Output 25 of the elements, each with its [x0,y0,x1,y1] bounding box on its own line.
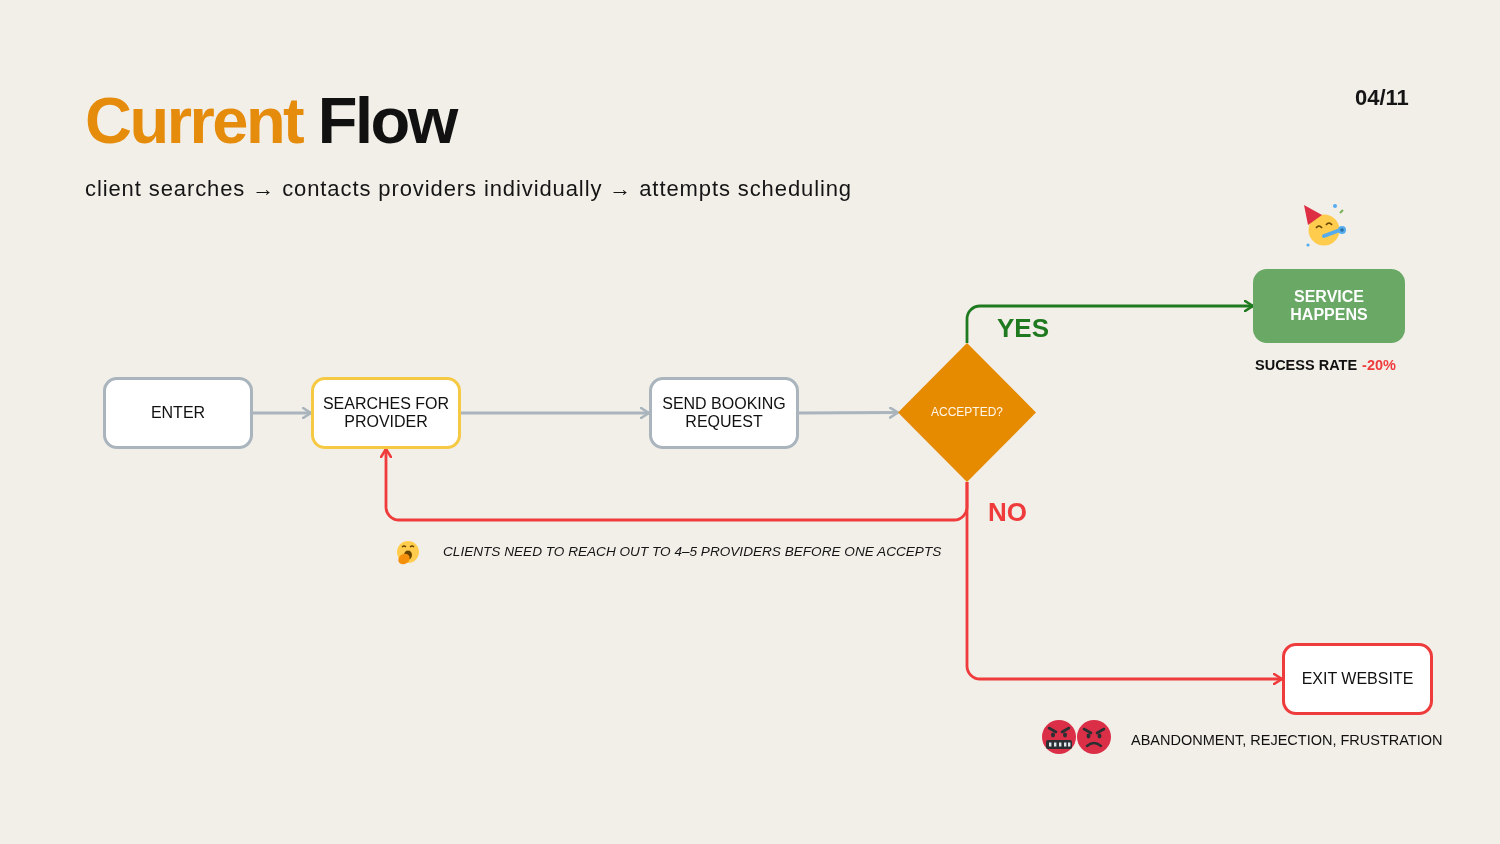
node-label: SEND BOOKING REQUEST [661,395,787,431]
node-label: EXIT WEBSITE [1300,670,1415,688]
note-text: CLIENTS NEED TO REACH OUT TO 4–5 PROVIDERS BEFORE ONE ACCEPTS [443,544,942,560]
node-label: ACCEPTED? [930,405,1004,420]
rate-value: -20% [1362,357,1396,374]
outcome-note: ABANDONMENT, REJECTION, FRUSTRATION [1131,732,1443,749]
arrow [965,299,1255,343]
slide-title: Current Flow [85,88,456,153]
arrow [461,406,651,420]
node-label: SEARCHES FOR PROVIDER [321,395,451,431]
process-box [1282,643,1433,715]
decision-diamond [898,343,1036,482]
node-label: ENTER [149,404,207,422]
page-number: 04/11 [1355,85,1409,111]
process-box [311,377,461,449]
subtitle: client searches → contacts providers individually → attempts scheduling [85,176,852,202]
arrow [799,406,900,419]
process-box [649,377,799,449]
process-box [103,377,253,449]
arrow [965,482,1284,686]
node-label: SERVICE HAPPENS [1289,288,1369,324]
rate-label: SUCESS RATE [1255,357,1358,374]
process-box [1253,269,1405,343]
arrow [253,406,313,420]
arrow [379,447,969,522]
